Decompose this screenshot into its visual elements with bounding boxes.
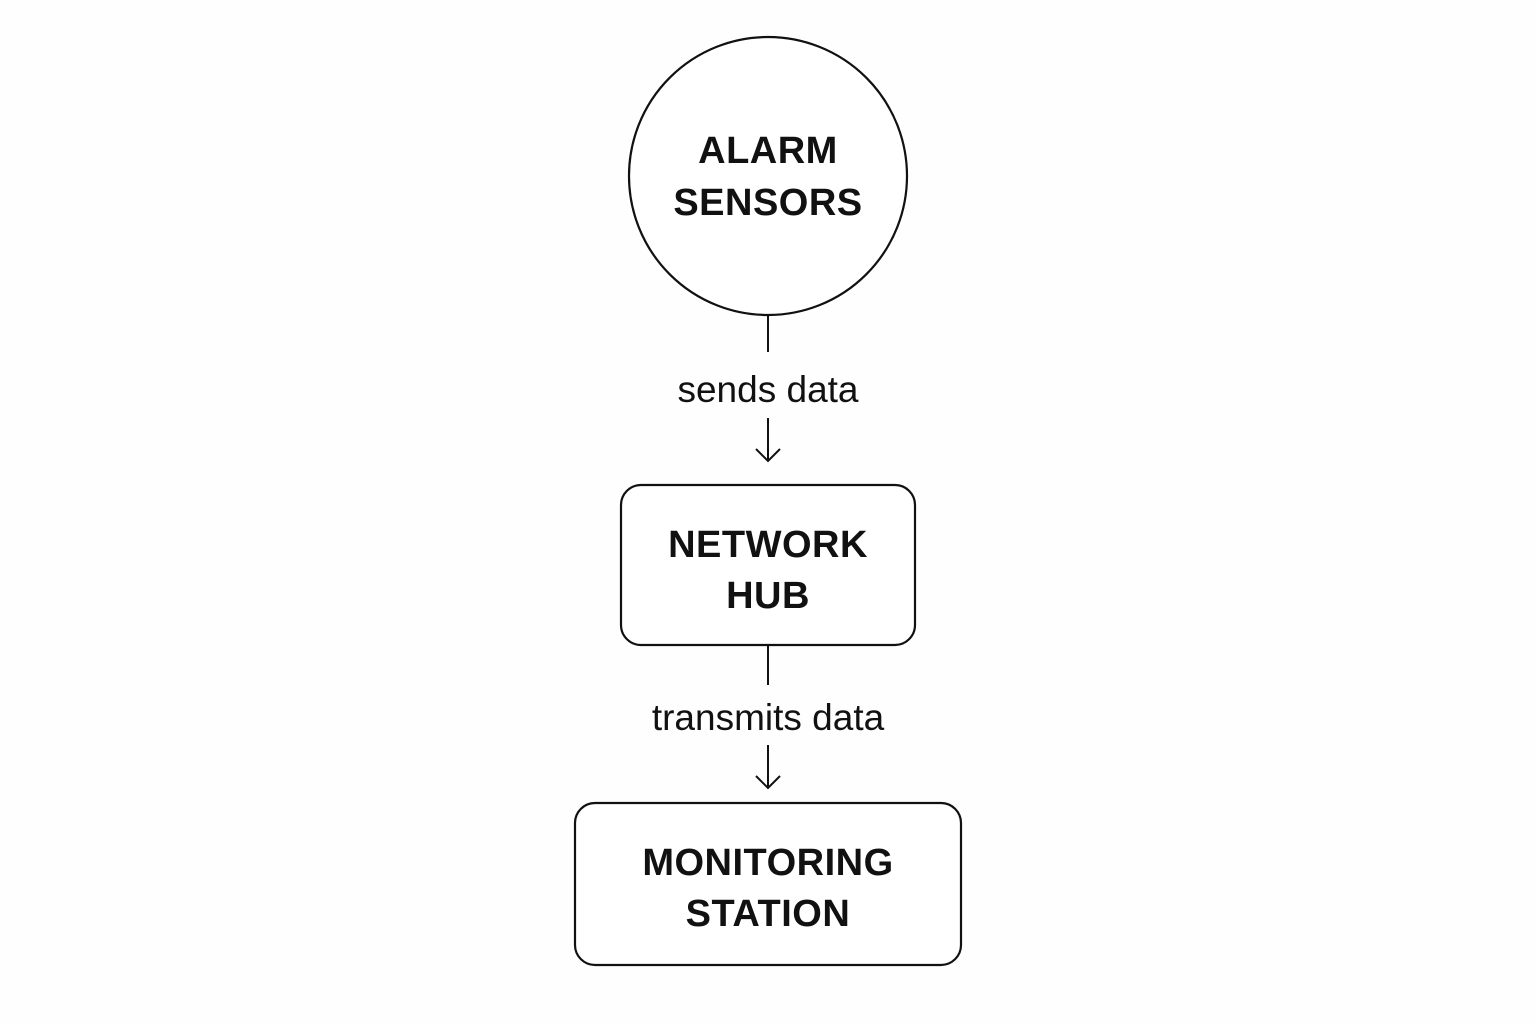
node-monitoring-station-label-line1: MONITORING — [642, 842, 893, 884]
edge-sensors-to-hub: sends data — [677, 316, 859, 463]
node-alarm-sensors-label-line1: ALARM — [698, 130, 838, 172]
node-alarm-sensors: ALARM SENSORS — [627, 35, 909, 317]
node-network-hub-label-line1: NETWORK — [668, 524, 868, 566]
node-network-hub-label-line2: HUB — [726, 575, 810, 617]
arrow-down-icon — [755, 775, 781, 790]
edge-hub-to-station-label: transmits data — [652, 697, 885, 738]
arrow-down-icon — [755, 448, 781, 463]
node-network-hub: NETWORK HUB — [619, 483, 917, 647]
node-alarm-sensors-label-line2: SENSORS — [673, 182, 862, 224]
edge-hub-to-station: transmits data — [652, 646, 885, 790]
node-alarm-sensors-shape — [627, 35, 909, 317]
node-monitoring-station: MONITORING STATION — [573, 801, 963, 967]
node-monitoring-station-shape — [573, 801, 963, 967]
node-monitoring-station-label-line2: STATION — [686, 893, 851, 935]
edge-sensors-to-hub-label: sends data — [677, 369, 858, 410]
node-network-hub-shape — [619, 483, 917, 647]
